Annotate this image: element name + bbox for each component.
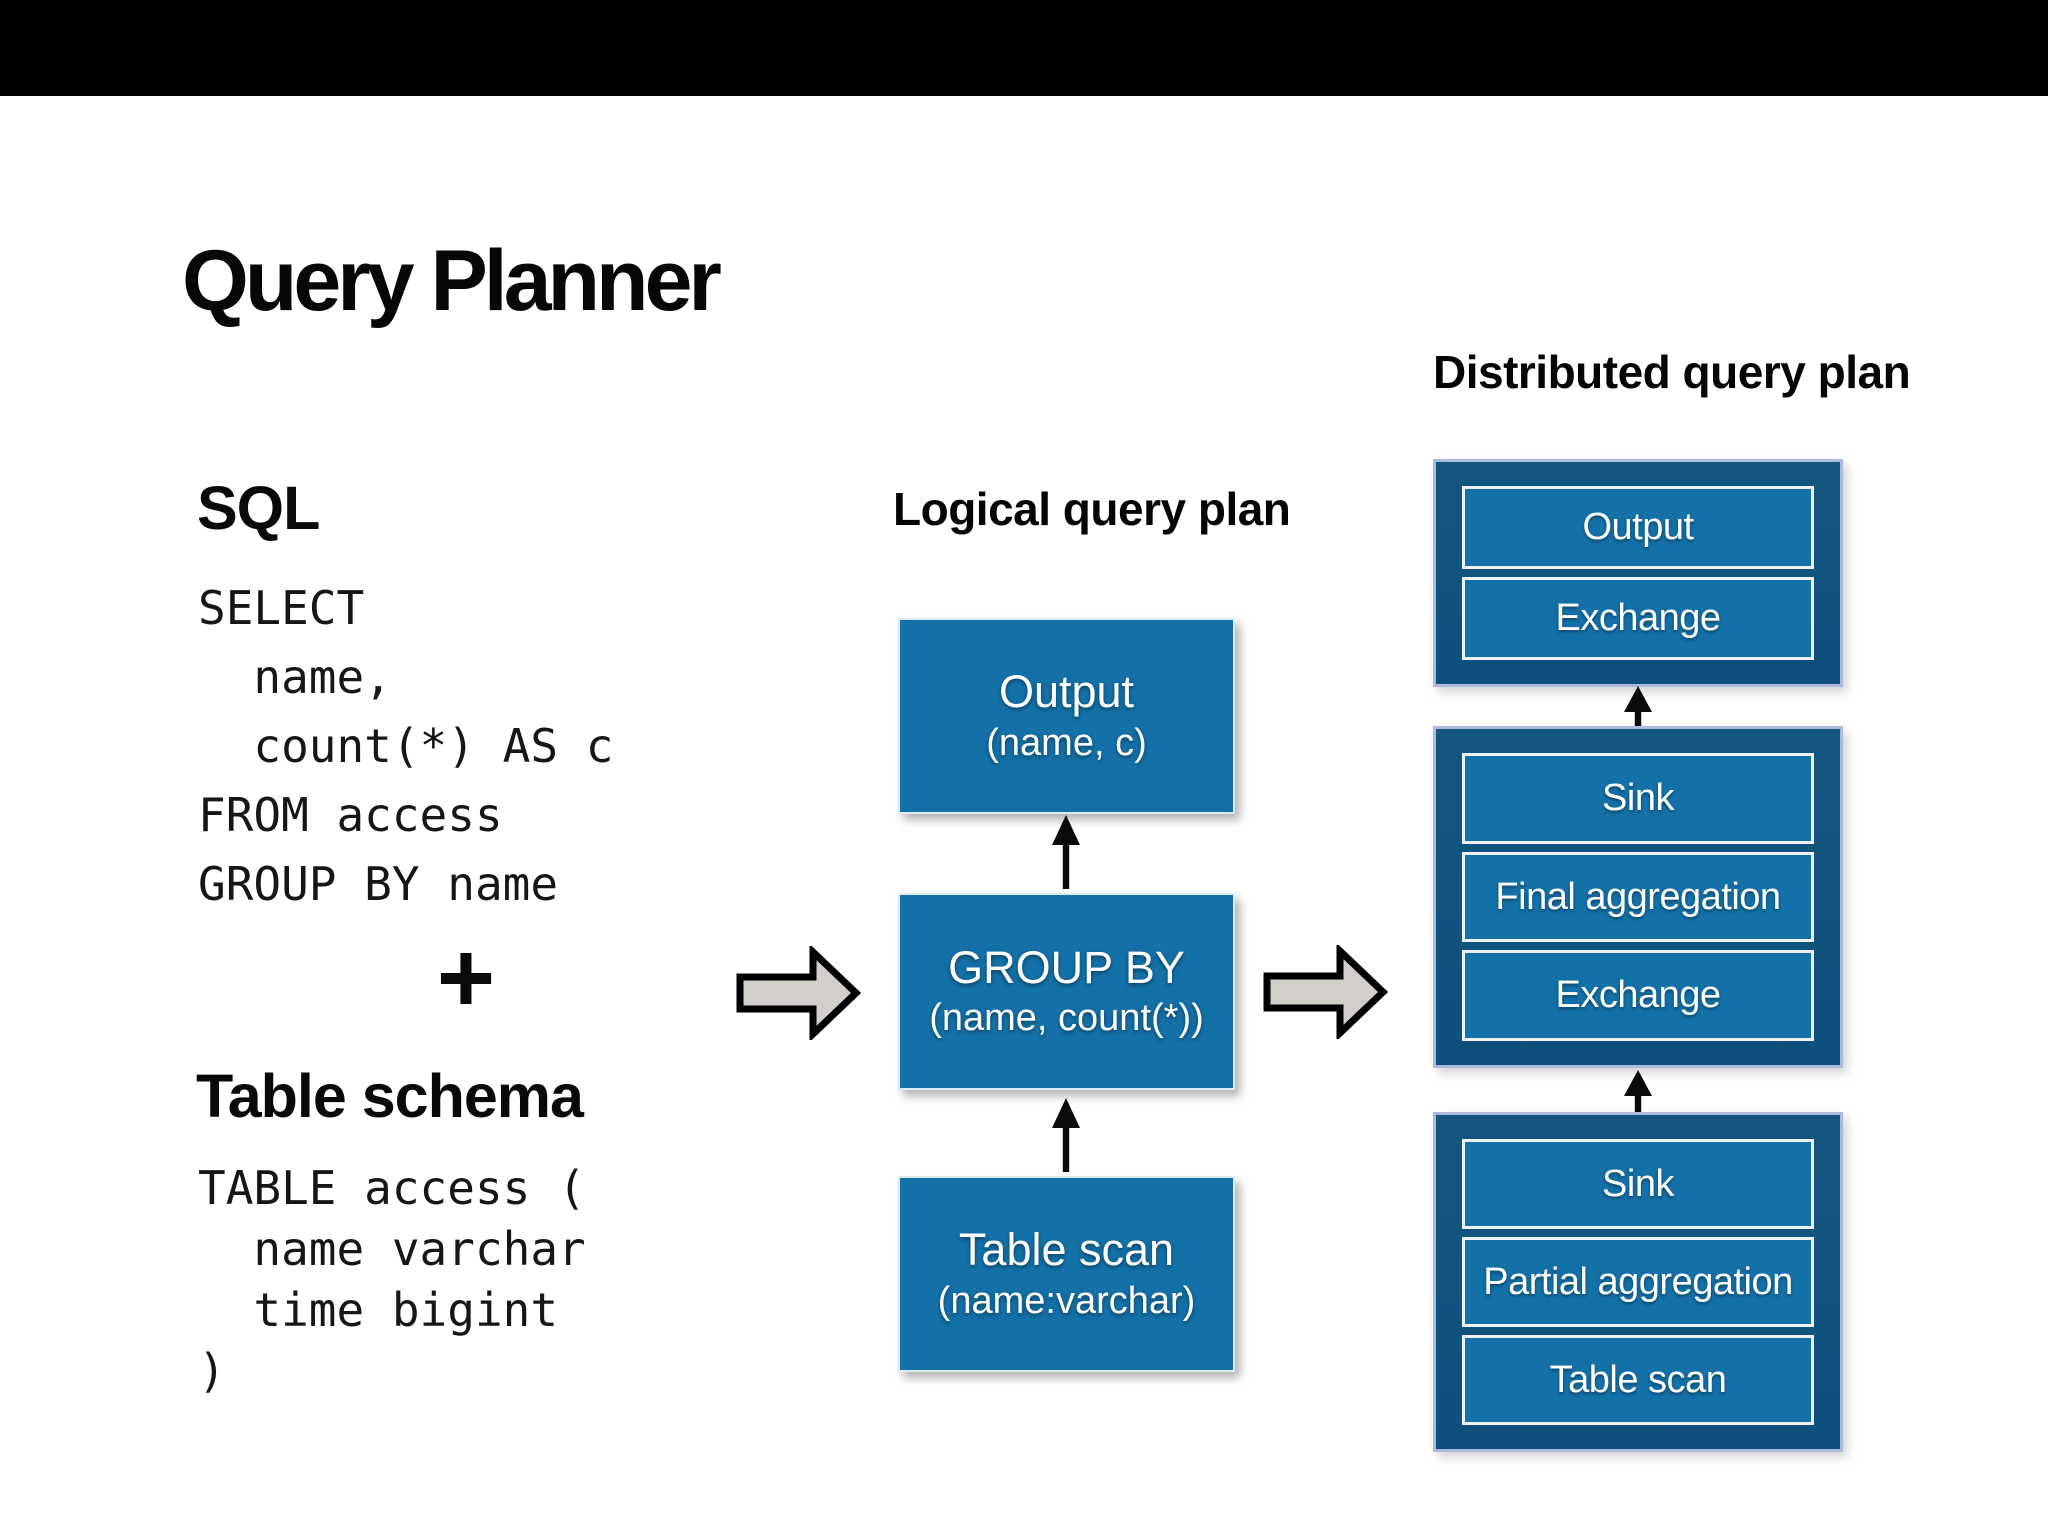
sql-code-line: FROM access bbox=[198, 788, 503, 842]
up-arrow-icon bbox=[1624, 1070, 1652, 1112]
table-schema-code-block: TABLE access ( name varchar time bigint … bbox=[198, 1158, 586, 1402]
logical-plan-heading: Logical query plan bbox=[893, 483, 1291, 535]
op-output: Output bbox=[1462, 486, 1814, 569]
node-title: GROUP BY bbox=[948, 941, 1185, 993]
schema-code-line: time bigint bbox=[198, 1283, 559, 1337]
up-arrow-icon bbox=[1052, 815, 1080, 889]
distributed-plan-heading: Distributed query plan bbox=[1433, 346, 1911, 398]
up-arrow-icon bbox=[1624, 686, 1652, 726]
logical-node-output: Output (name, c) bbox=[898, 618, 1235, 814]
up-arrow-icon bbox=[1052, 1098, 1080, 1172]
sql-code-line: name, bbox=[198, 650, 392, 704]
block-arrow-right-icon bbox=[1263, 945, 1388, 1039]
schema-code-line: TABLE access ( bbox=[198, 1161, 586, 1215]
op-final-aggregation: Final aggregation bbox=[1462, 851, 1814, 943]
sql-code-line: GROUP BY name bbox=[198, 857, 559, 911]
op-exchange: Exchange bbox=[1462, 577, 1814, 660]
table-schema-heading: Table schema bbox=[196, 1062, 584, 1130]
block-arrow-right-icon bbox=[736, 946, 861, 1040]
distributed-stage-middle: Sink Final aggregation Exchange bbox=[1433, 726, 1843, 1068]
sql-heading: SQL bbox=[197, 474, 320, 542]
op-sink: Sink bbox=[1462, 1139, 1814, 1229]
node-detail: (name, count(*)) bbox=[929, 997, 1204, 1040]
distributed-stage-bottom: Sink Partial aggregation Table scan bbox=[1433, 1112, 1843, 1452]
sql-code-block: SELECT name, count(*) AS c FROM access G… bbox=[198, 574, 613, 919]
sql-code-line: count(*) AS c bbox=[198, 719, 614, 773]
node-detail: (name:varchar) bbox=[937, 1279, 1196, 1322]
logical-node-tablescan: Table scan (name:varchar) bbox=[898, 1176, 1235, 1372]
op-partial-aggregation: Partial aggregation bbox=[1462, 1237, 1814, 1327]
op-exchange: Exchange bbox=[1462, 950, 1814, 1042]
sql-code-line: SELECT bbox=[198, 581, 365, 635]
logical-node-groupby: GROUP BY (name, count(*)) bbox=[898, 893, 1235, 1090]
op-table-scan: Table scan bbox=[1462, 1335, 1814, 1425]
node-detail: (name, c) bbox=[986, 721, 1147, 764]
plus-sign: + bbox=[436, 922, 496, 1034]
node-title: Output bbox=[998, 666, 1135, 718]
node-title: Table scan bbox=[958, 1224, 1175, 1276]
schema-code-line: ) bbox=[198, 1344, 226, 1398]
op-sink: Sink bbox=[1462, 753, 1814, 844]
slide-title: Query Planner bbox=[182, 233, 722, 329]
top-black-bar bbox=[0, 0, 2048, 96]
distributed-stage-top: Output Exchange bbox=[1433, 459, 1843, 687]
schema-code-line: name varchar bbox=[198, 1222, 586, 1276]
